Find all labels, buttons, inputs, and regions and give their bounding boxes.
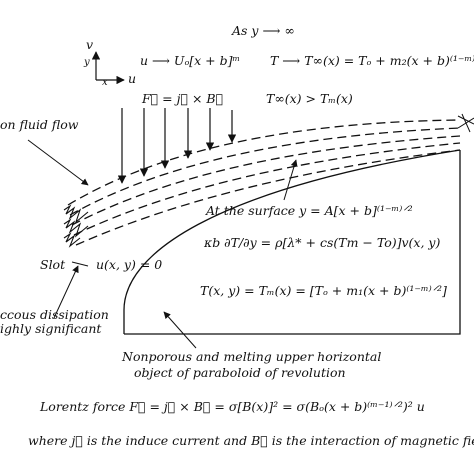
surface-condition: At the surface y = A[x + b]⁽¹⁻ᵐ⁾ᐟ² (206, 203, 413, 218)
object-description-line2: object of paraboloid of revolution (134, 365, 346, 380)
paraboloid-body (123, 149, 461, 335)
no-slip-condition: u(x, y) = 0 (96, 257, 163, 272)
annotation-pointers (27, 139, 298, 349)
fluid-flow-label: on fluid flow (0, 117, 79, 132)
axis-u-label: u (128, 71, 137, 86)
axis-v-label: v (86, 37, 94, 52)
heat-balance-condition: κb ∂T/∂y = ρ[λ* + cs(Tm − To)]v(x, y) (204, 235, 441, 250)
object-description-line1: Nonporous and melting upper horizontal (122, 349, 382, 364)
free-stream-velocity: u ⟶ Uₒ[x + b]ᵐ (140, 53, 241, 68)
boundary-layer-streamlines (67, 119, 461, 246)
lorentz-vector-label: F⃗ = j⃗ × B⃗ (142, 91, 224, 106)
as-y-infinity-label: As y ⟶ ∞ (232, 23, 295, 38)
coordinate-axes (91, 51, 125, 85)
viscous-dissipation-line2: ighly significant (0, 321, 102, 336)
slot-inflow-arrows (63, 204, 89, 248)
tip-symbol (457, 113, 474, 133)
free-stream-temperature: T ⟶ T∞(x) = Tₒ + m₂(x + b)⁽¹⁻ᵐ⁾ (270, 53, 474, 68)
lorentz-force-arrows (117, 108, 237, 184)
lorentz-force-equation: Lorentz force F⃗ = j⃗ × B⃗ = σ[B(x)]² = … (40, 399, 425, 414)
temperature-relation: T∞(x) > Tₘ(x) (266, 91, 353, 106)
axis-x-label: x (102, 77, 108, 88)
slot-label: Slot (40, 257, 66, 272)
axis-y-label: y (84, 57, 90, 68)
viscous-dissipation-line1: ccous dissipation (0, 307, 109, 322)
where-note: where j⃗ is the induce current and B⃗ is… (28, 433, 474, 448)
surface-temperature-condition: T(x, y) = Tₘ(x) = [Tₒ + m₁(x + b)⁽¹⁻ᵐ⁾ᐟ²… (200, 283, 447, 298)
